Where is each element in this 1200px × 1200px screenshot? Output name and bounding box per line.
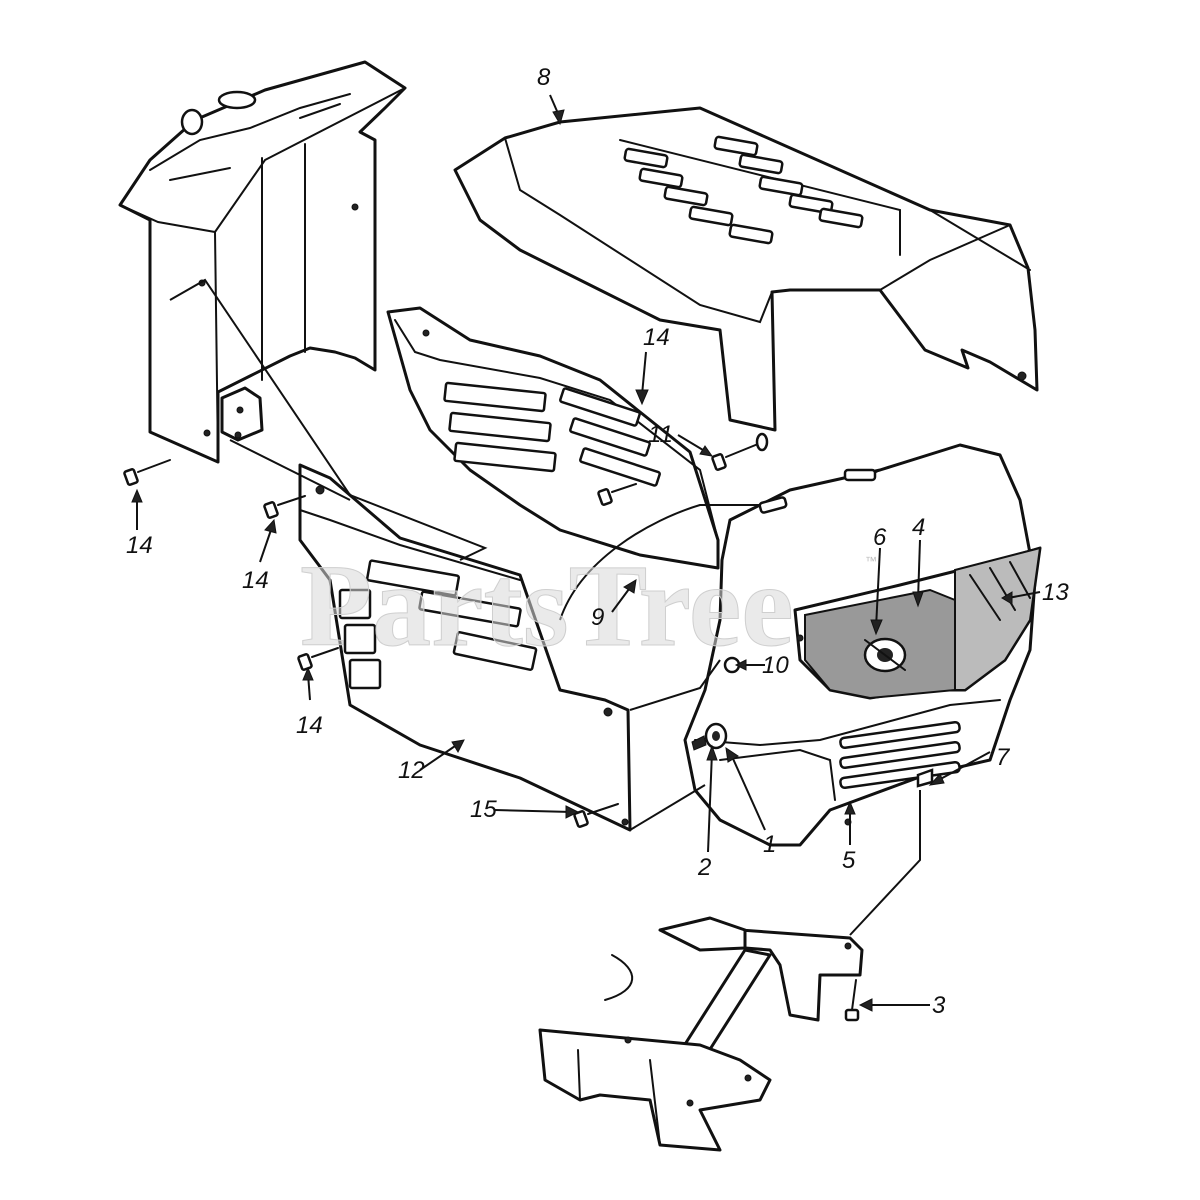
callout-13: 13: [1042, 579, 1069, 606]
watermark-text: PartsTree: [300, 540, 794, 671]
headlight: [863, 637, 907, 673]
callout-6: 6: [873, 524, 887, 551]
hood-pivot-bracket: [738, 928, 864, 1022]
dash-panel-tower: [118, 60, 407, 464]
callout-14-low: 14: [296, 712, 323, 739]
callout-11: 11: [648, 421, 673, 448]
hood-vent-slots: [623, 135, 864, 245]
clip-7: [916, 768, 934, 788]
grille-housing: [683, 443, 1042, 847]
bolt-15: [573, 803, 619, 828]
bolt-11: [711, 432, 769, 471]
watermark: PartsTree ™: [300, 540, 878, 672]
callout-15: 15: [470, 796, 497, 823]
callout-14-left: 14: [126, 532, 153, 559]
callout-8: 8: [537, 64, 551, 91]
bolt-14-low: [297, 647, 339, 671]
side-panel-lower: [298, 463, 632, 832]
bolt-14-top: [597, 483, 637, 506]
bushing-1: [704, 722, 728, 750]
hood: [453, 106, 1039, 432]
callout-3: 3: [932, 992, 946, 1019]
callout-labels: 1 2 3 4 5 6 7 8 9 10 11 12 13 14 14 14 1…: [126, 64, 1069, 1019]
callout-7: 7: [996, 744, 1011, 771]
callout-9: 9: [591, 604, 604, 631]
callout-arrows: [131, 94, 1041, 1012]
callout-14-top: 14: [643, 324, 670, 351]
hardware: [123, 432, 934, 1022]
side-panel-upper: [386, 306, 720, 570]
assembly-lines: [169, 278, 921, 936]
callout-2: 2: [697, 854, 711, 881]
washer-2: [691, 735, 707, 751]
bolt-14-left: [123, 459, 171, 486]
callout-5: 5: [842, 847, 856, 874]
callout-10: 10: [762, 652, 789, 679]
callout-4: 4: [912, 514, 925, 541]
callout-14-mid: 14: [242, 567, 269, 594]
tractor-frame: [538, 916, 772, 1152]
screw-3: [844, 979, 860, 1022]
callout-12: 12: [398, 757, 425, 784]
callout-1: 1: [763, 831, 776, 858]
watermark-trademark: ™: [865, 554, 877, 568]
bolt-14-mid: [263, 495, 306, 519]
